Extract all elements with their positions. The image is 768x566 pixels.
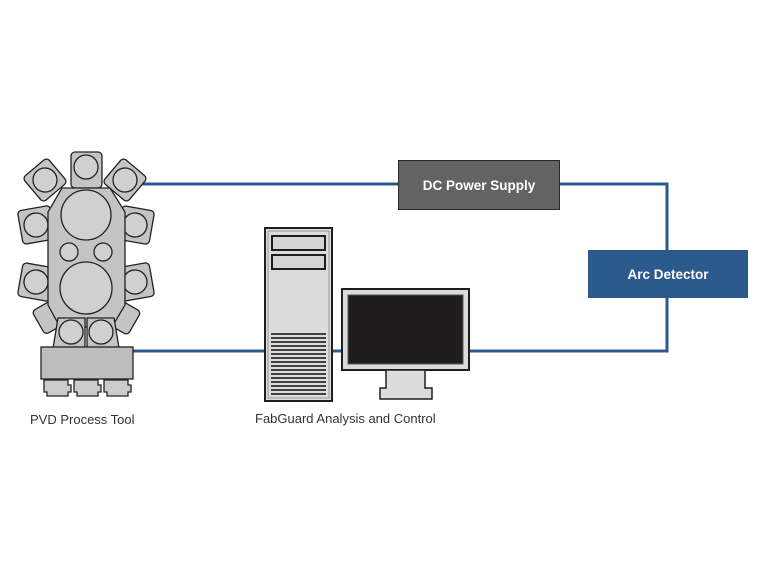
connector-arc-to-monitor	[469, 298, 669, 353]
monitor-icon	[341, 288, 470, 400]
dc-power-supply-box: DC Power Supply	[398, 160, 560, 210]
dc-power-supply-label: DC Power Supply	[422, 177, 536, 193]
tower-vents	[271, 333, 326, 395]
connector-dc-to-arc	[560, 182, 669, 250]
arc-detector-box: Arc Detector	[588, 250, 748, 298]
connector-lines	[133, 182, 669, 353]
computer-tower-icon	[264, 227, 333, 402]
pvd-process-tool-label: PVD Process Tool	[30, 412, 135, 427]
pvd-process-tool-icon	[17, 151, 155, 397]
arc-detector-label: Arc Detector	[627, 266, 709, 282]
fabguard-label: FabGuard Analysis and Control	[255, 411, 436, 426]
